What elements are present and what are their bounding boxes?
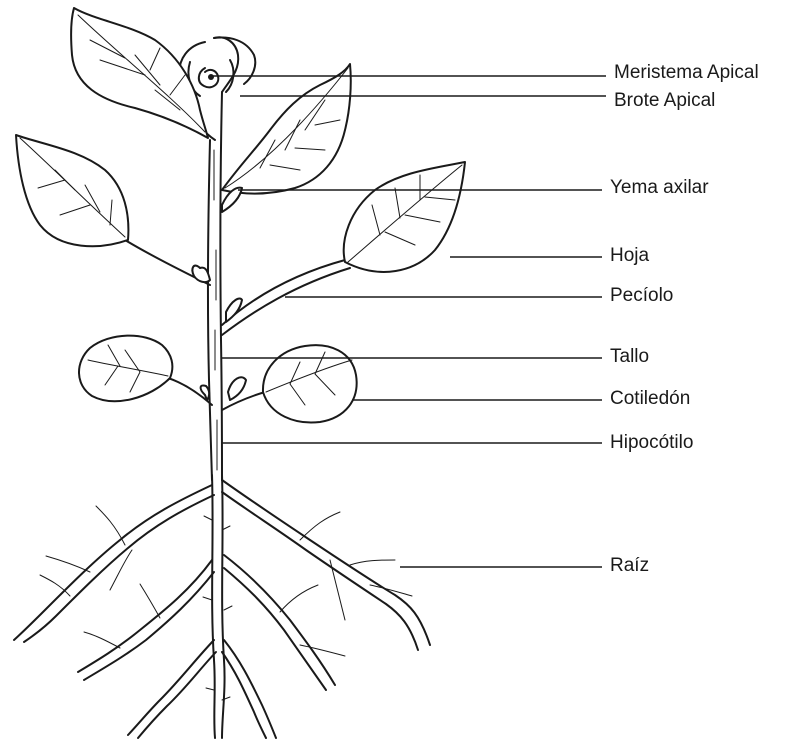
label-hoja: Hoja [610, 246, 649, 265]
label-cotiledon: Cotiledón [610, 389, 690, 408]
leaf-middle-left [16, 135, 210, 285]
label-meristema-apical: Meristema Apical [614, 63, 759, 82]
cotyledon-left [79, 336, 212, 405]
root-system [14, 475, 430, 738]
label-tallo: Tallo [610, 347, 649, 366]
label-peciolo: Pecíolo [610, 286, 673, 305]
cotyledon-bud-right [228, 377, 246, 400]
label-raiz: Raíz [610, 556, 649, 575]
leaf-top-right [222, 64, 351, 194]
label-hipocotilo: Hipocótilo [610, 433, 693, 452]
stem [208, 92, 222, 480]
cotyledon-right [222, 345, 357, 422]
label-brote-apical: Brote Apical [614, 91, 715, 110]
label-yema-axilar: Yema axilar [610, 178, 709, 197]
